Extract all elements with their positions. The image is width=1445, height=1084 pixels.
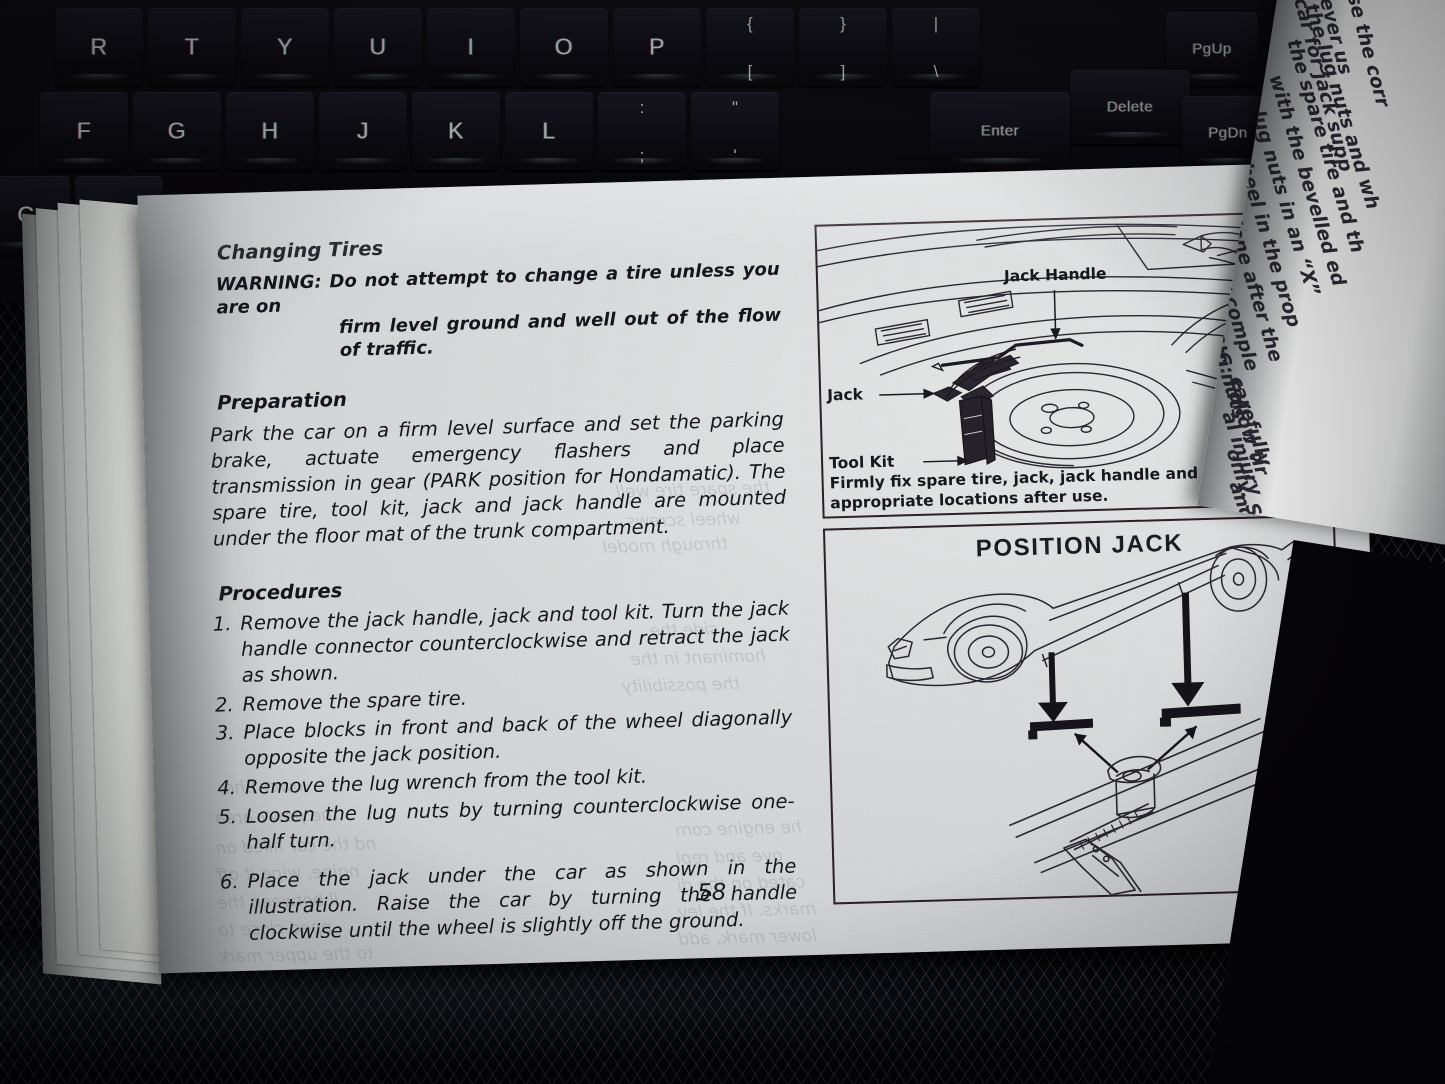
key-bracket-right[interactable]: }] <box>799 8 887 86</box>
step-text: Loosen the lug nuts by turning countercl… <box>245 789 795 854</box>
key-F[interactable]: F <box>40 92 128 170</box>
step-number: 5. <box>217 805 238 829</box>
key-R[interactable]: R <box>55 8 143 86</box>
key-K[interactable]: K <box>412 92 500 170</box>
page-number: 58 <box>696 879 727 907</box>
key-semicolon[interactable]: :; <box>598 92 686 170</box>
key-O[interactable]: O <box>520 8 608 86</box>
key-enter[interactable]: Enter <box>930 92 1070 170</box>
manual-text-column: Changing Tires WARNING: Do not attempt t… <box>199 226 799 951</box>
warning-label: WARNING: <box>215 271 322 296</box>
paragraph-preparation: Park the car on a firm level surface and… <box>209 407 787 551</box>
down-arrow <box>1171 592 1205 707</box>
step-text: Remove the jack handle, jack and tool ki… <box>240 596 791 687</box>
position-jack-illustration-svg <box>886 540 1299 896</box>
open-manual-book: the spare tire well wheel screws through… <box>17 149 1389 986</box>
key-L[interactable]: L <box>505 92 593 170</box>
key-backslash[interactable]: |\ <box>892 8 980 86</box>
label-jack-handle: Jack Handle <box>1003 264 1107 286</box>
key-U[interactable]: U <box>334 8 422 86</box>
warning-line-2: firm level ground and well out of the fl… <box>338 304 782 362</box>
list-item: 1. Remove the jack handle, jack and tool… <box>209 595 791 689</box>
key-bracket-left[interactable]: {[ <box>706 8 794 86</box>
step-number: 6. <box>219 870 239 894</box>
label-tool-kit: Tool Kit <box>828 452 895 473</box>
warning-block: WARNING: Do not attempt to change a tire… <box>216 258 782 366</box>
key-Y[interactable]: Y <box>241 8 329 86</box>
key-delete[interactable]: Delete <box>1070 70 1190 144</box>
step-number: 2. <box>214 692 234 717</box>
key-J[interactable]: J <box>319 92 407 170</box>
manual-page: the spare tire well wheel screws through… <box>137 161 1381 974</box>
key-H[interactable]: H <box>226 92 314 170</box>
key-G[interactable]: G <box>133 92 221 170</box>
key-P[interactable]: P <box>613 8 701 86</box>
figure-position-jack: POSITION JACK <box>822 514 1346 905</box>
section-heading-changing-tires: Changing Tires <box>216 236 384 265</box>
step-number: 3. <box>215 721 235 746</box>
label-jack: Jack <box>826 385 864 405</box>
step-number: 1. <box>212 611 232 636</box>
key-T[interactable]: T <box>148 8 236 86</box>
key-I[interactable]: I <box>427 8 515 86</box>
down-arrow <box>1037 652 1068 723</box>
step-number: 4. <box>217 776 237 800</box>
key-quote[interactable]: "' <box>691 92 779 170</box>
